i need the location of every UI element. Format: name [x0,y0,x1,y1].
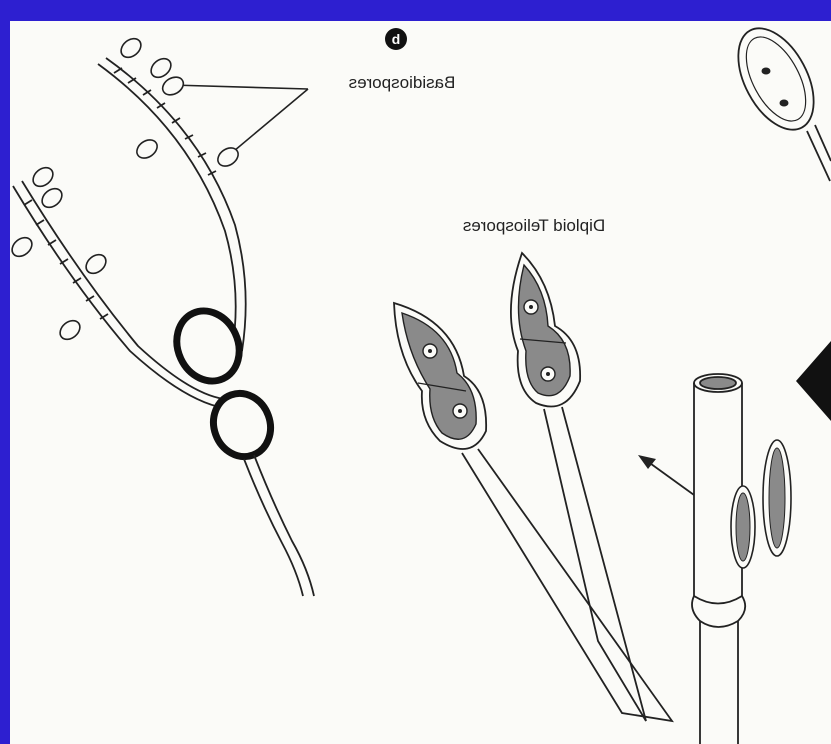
germinating-teliospore [166,301,280,465]
basidiospores-label: Basidiospores [349,73,456,92]
black-arrow-head [796,341,831,421]
partial-teliospore-top-right [723,21,831,181]
basidiospore-pointer-lines [172,85,308,156]
basidium-upper [98,58,246,351]
germinating-teliospore-stalk [244,455,314,596]
life-cycle-diagram: b Basidiospores [10,21,831,744]
basidiospores-upper [117,35,241,170]
diagram-panel: b Basidiospores [10,21,831,744]
panel-marker-letter: b [392,31,401,47]
panel-marker: b [385,28,407,50]
teliospores-label: Diploid Teliospores [463,216,605,235]
basidiospores-lower [10,164,110,343]
diploid-teliospore-right [511,253,646,721]
